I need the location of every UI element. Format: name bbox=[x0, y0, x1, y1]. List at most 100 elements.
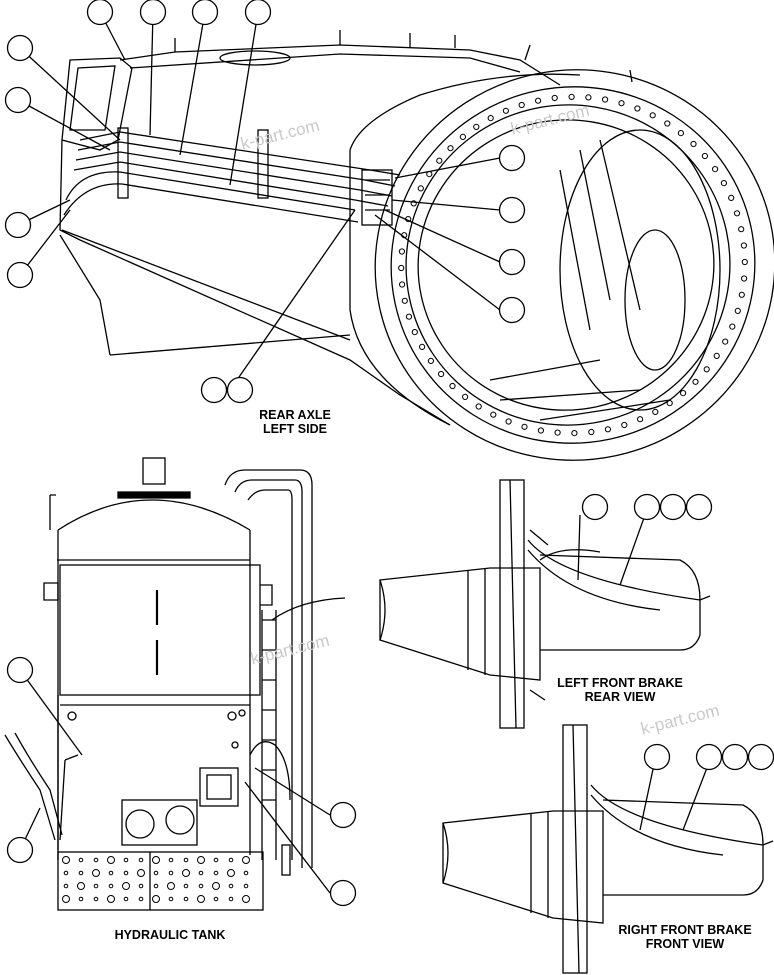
hydraulic-tank-drawing bbox=[4, 457, 346, 911]
manifold-port bbox=[243, 870, 249, 876]
bolt-hole bbox=[712, 166, 719, 173]
manifold-port bbox=[93, 896, 99, 902]
bolt-hole bbox=[398, 248, 405, 255]
bolt-hole bbox=[741, 275, 748, 282]
bolt-hole bbox=[666, 400, 673, 407]
right-front-brake-title-line2: FRONT VIEW bbox=[645, 937, 725, 951]
bolt-hole bbox=[722, 338, 729, 345]
bolt-hole bbox=[588, 428, 595, 436]
bolt-hole bbox=[740, 242, 748, 249]
callout-circle bbox=[244, 0, 272, 26]
bolt-hole bbox=[405, 313, 413, 320]
manifold-port bbox=[228, 883, 234, 889]
callout-circle bbox=[4, 86, 32, 114]
bolt-hole bbox=[701, 152, 709, 160]
manifold-port bbox=[77, 882, 85, 890]
manifold-port bbox=[123, 896, 129, 902]
bolt-hole bbox=[417, 185, 424, 192]
callout-circle bbox=[685, 493, 713, 521]
rear-axle-title-line2: LEFT SIDE bbox=[263, 422, 327, 436]
callout-circle bbox=[4, 211, 32, 239]
bolt-hole bbox=[585, 94, 592, 101]
bolt-hole bbox=[436, 157, 443, 164]
manifold-port bbox=[242, 895, 250, 903]
manifold-port bbox=[213, 857, 219, 863]
manifold-port bbox=[197, 895, 205, 903]
bolt-hole bbox=[728, 194, 735, 201]
manifold-port bbox=[122, 882, 130, 890]
bolt-hole bbox=[447, 145, 454, 152]
manifold-port bbox=[228, 896, 234, 902]
manifold-port bbox=[62, 895, 70, 903]
callout-circle bbox=[643, 743, 671, 771]
manifold-port bbox=[227, 869, 235, 877]
bolt-hole bbox=[398, 264, 405, 272]
bolt-hole bbox=[537, 427, 545, 434]
manifold-port bbox=[138, 896, 144, 902]
manifold-port bbox=[168, 896, 174, 902]
bolt-hole bbox=[664, 120, 671, 127]
manifold-port bbox=[242, 856, 250, 864]
manifold-port bbox=[62, 856, 70, 864]
manifold-port bbox=[168, 857, 174, 863]
left-front-brake-title-line1: LEFT FRONT BRAKE bbox=[557, 676, 683, 690]
manifold-port bbox=[137, 869, 145, 877]
bolt-hole bbox=[571, 430, 578, 437]
right-front-brake-title: RIGHT FRONT BRAKE FRONT VIEW bbox=[600, 923, 770, 951]
manifold-port bbox=[107, 856, 115, 864]
bolt-hole bbox=[535, 97, 542, 104]
bolt-hole bbox=[677, 130, 685, 137]
bolt-hole bbox=[713, 352, 720, 359]
bolt-hole bbox=[680, 390, 687, 397]
bolt-hole bbox=[487, 115, 494, 122]
callout-circle bbox=[86, 0, 114, 26]
bolt-hole bbox=[741, 258, 748, 266]
callout-circle bbox=[6, 836, 34, 864]
callout-circle bbox=[498, 144, 526, 172]
bolt-hole bbox=[690, 140, 697, 148]
manifold-port bbox=[182, 869, 190, 877]
manifold-port bbox=[197, 856, 205, 864]
bolt-hole bbox=[634, 105, 641, 112]
bolt-hole bbox=[738, 291, 745, 298]
bolt-hole bbox=[649, 112, 656, 119]
manifold-port bbox=[198, 870, 204, 876]
callout-circle bbox=[633, 493, 661, 521]
bolt-hole bbox=[438, 370, 445, 378]
manifold-port bbox=[153, 883, 159, 889]
manifold-port bbox=[123, 870, 129, 876]
bolt-hole bbox=[738, 226, 745, 233]
bolt-hole bbox=[729, 323, 736, 330]
left-front-brake-title-line2: REAR VIEW bbox=[584, 690, 656, 704]
hydraulic-tank-title: HYDRAULIC TANK bbox=[114, 928, 226, 942]
manifold-port bbox=[93, 883, 99, 889]
bolt-hole bbox=[475, 403, 482, 410]
bolt-hole bbox=[733, 210, 741, 217]
callout-circle bbox=[498, 248, 526, 276]
rear-axle-drawing bbox=[17, 11, 774, 461]
bolt-hole bbox=[490, 411, 497, 418]
bolt-hole bbox=[692, 378, 699, 385]
callout-circle bbox=[329, 879, 357, 907]
manifold-port bbox=[243, 883, 249, 889]
manifold-port bbox=[213, 896, 219, 902]
manifold-port bbox=[108, 870, 114, 876]
manifold-port bbox=[78, 896, 84, 902]
rear-axle-title-line1: REAR AXLE bbox=[259, 408, 331, 422]
manifold-port bbox=[167, 882, 175, 890]
manifold-port bbox=[138, 883, 144, 889]
bolt-hole bbox=[720, 180, 728, 187]
bolt-hole bbox=[401, 297, 408, 304]
callout-circle bbox=[721, 743, 749, 771]
callout-circle bbox=[139, 0, 167, 26]
bolt-hole bbox=[459, 133, 466, 140]
bolt-hole bbox=[505, 418, 512, 425]
manifold-port bbox=[198, 883, 204, 889]
manifold-port bbox=[108, 883, 114, 889]
manifold-port bbox=[78, 870, 84, 876]
bolt-hole bbox=[518, 101, 525, 109]
callout-circle bbox=[226, 376, 254, 404]
left-front-brake-title: LEFT FRONT BRAKE REAR VIEW bbox=[540, 676, 700, 704]
bolt-hole bbox=[399, 281, 406, 288]
callout-circle bbox=[6, 34, 34, 62]
